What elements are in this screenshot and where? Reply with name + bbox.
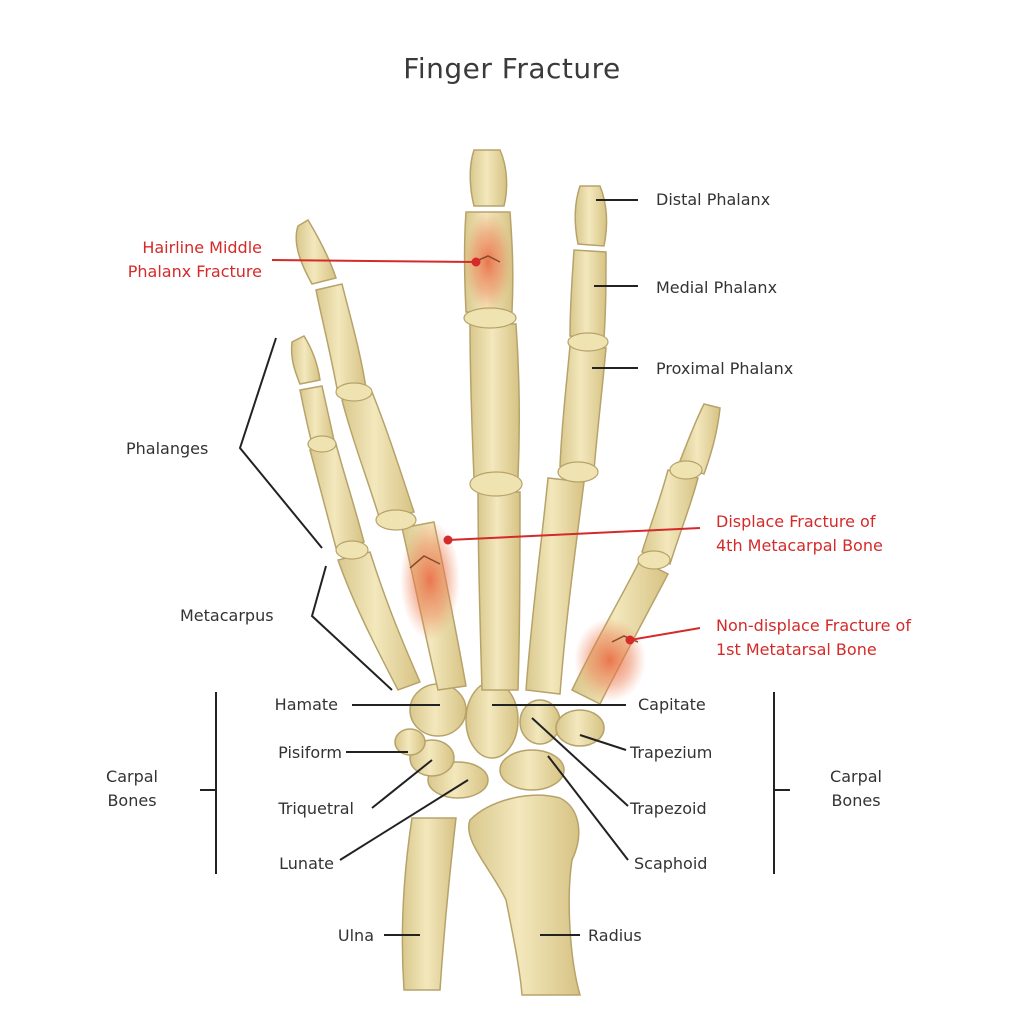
pinky-proximal-phalanx <box>309 443 365 549</box>
label-hairline-fracture: Hairline Middle Phalanx Fracture <box>92 236 262 284</box>
label-proximal-phalanx: Proximal Phalanx <box>656 359 794 378</box>
capitate-bone <box>465 681 519 759</box>
label-non-displace-fracture: Non-displace Fracture of 1st Metatarsal … <box>716 614 911 662</box>
label-hamate: Hamate <box>274 695 338 714</box>
label-carpal-bones-right: Carpal Bones <box>814 765 898 813</box>
ring-distal-phalanx <box>295 218 337 285</box>
hairline-fracture-line-1: Hairline Middle <box>142 238 262 257</box>
carpal-bones-right-line-1: Carpal <box>830 767 882 786</box>
non-displace-fracture-line-1: Non-displace Fracture of <box>716 616 911 635</box>
carpal-bones-left-line-2: Bones <box>107 791 157 810</box>
pinky-metacarpal <box>337 551 422 691</box>
thumb-distal-phalanx <box>677 403 721 475</box>
middle-metacarpal <box>477 491 521 691</box>
carpal-bones-left-line-1: Carpal <box>106 767 158 786</box>
pinky-medial-phalanx <box>299 385 335 445</box>
carpal-bones-right-line-2: Bones <box>831 791 881 810</box>
label-distal-phalanx: Distal Phalanx <box>656 190 771 209</box>
displace-fracture-glow <box>400 520 460 640</box>
index-distal-phalanx <box>574 185 608 247</box>
pisiform-bone <box>394 728 426 756</box>
fracture-leader-lines <box>271 257 701 645</box>
label-phalanges: Phalanges <box>126 439 209 458</box>
thumb-proximal-phalanx <box>641 469 699 566</box>
label-metacarpus: Metacarpus <box>180 606 274 625</box>
hamate-bone <box>409 683 467 737</box>
pinky-distal-phalanx <box>290 335 321 385</box>
label-capitate: Capitate <box>638 695 706 714</box>
ring-proximal-phalanx <box>341 391 415 521</box>
ring-medial-phalanx <box>315 283 367 395</box>
non-displace-fracture-glow <box>574 618 646 702</box>
index-medial-phalanx <box>569 249 607 339</box>
label-displace-fracture: Displace Fracture of 4th Metacarpal Bone <box>716 510 883 558</box>
label-triquetral: Triquetral <box>278 799 354 818</box>
label-pisiform: Pisiform <box>278 743 342 762</box>
label-radius: Radius <box>588 926 642 945</box>
radius-bone <box>467 794 581 996</box>
label-trapezium: Trapezium <box>630 743 713 762</box>
hairline-fracture-line-2: Phalanx Fracture <box>127 262 262 281</box>
page-title: Finger Fracture <box>403 52 621 85</box>
label-trapezoid: Trapezoid <box>630 799 707 818</box>
middle-distal-phalanx <box>469 149 508 207</box>
non-displace-fracture-line-2: 1st Metatarsal Bone <box>716 640 877 659</box>
leader-lines <box>200 199 790 936</box>
ulna-bone <box>401 817 457 991</box>
label-carpal-bones-left: Carpal Bones <box>90 765 174 813</box>
label-scaphoid: Scaphoid <box>634 854 708 873</box>
displace-fracture-line-1: Displace Fracture of <box>716 512 876 531</box>
index-proximal-phalanx <box>559 345 607 471</box>
displace-fracture-line-2: 4th Metacarpal Bone <box>716 536 883 555</box>
label-lunate: Lunate <box>279 854 334 873</box>
label-ulna: Ulna <box>337 926 374 945</box>
label-medial-phalanx: Medial Phalanx <box>656 278 778 297</box>
scaphoid-bone <box>499 749 565 791</box>
trapezium-bone <box>555 709 605 747</box>
middle-proximal-phalanx <box>469 323 521 479</box>
